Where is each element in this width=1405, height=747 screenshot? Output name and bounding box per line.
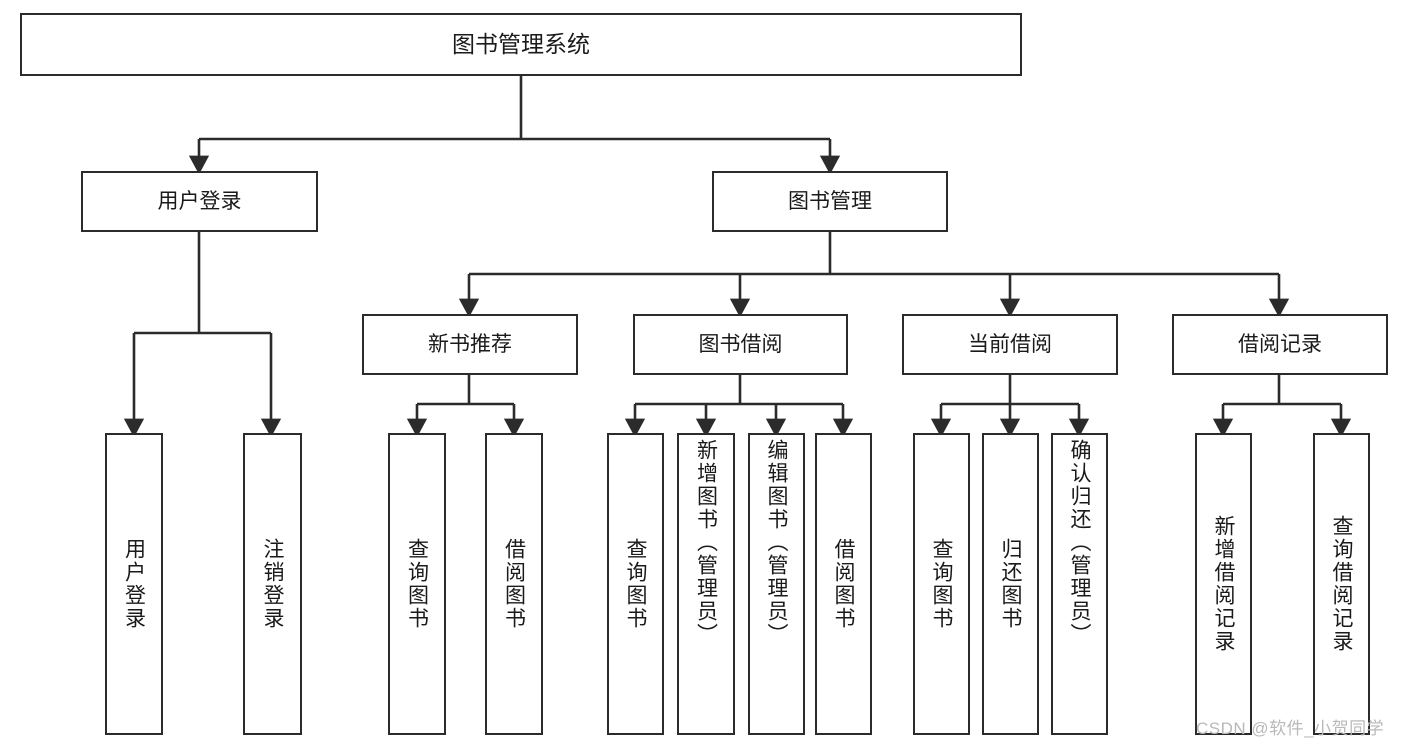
node-current-borrow-label: 当前借阅	[968, 332, 1052, 356]
node-leaf-user-login-signout[interactable]: 注销登录	[243, 433, 302, 735]
node-leaf-new-book-borrow-label: 借阅图书	[502, 538, 526, 630]
node-leaf-book-add-admin[interactable]: 新增图书（管理员）	[677, 433, 735, 735]
node-leaf-add-borrow-record[interactable]: 新增借阅记录	[1195, 433, 1252, 735]
node-borrow-record-label: 借阅记录	[1238, 332, 1322, 356]
node-leaf-book-edit-admin-label: 编辑图书（管理员）	[765, 439, 788, 646]
node-new-book-recommend-label: 新书推荐	[428, 332, 512, 356]
node-leaf-book-borrow-query-label: 查询图书	[624, 538, 647, 630]
node-leaf-new-book-query[interactable]: 查询图书	[388, 433, 446, 735]
node-new-book-recommend[interactable]: 新书推荐	[362, 314, 578, 375]
node-book-borrow[interactable]: 图书借阅	[633, 314, 848, 375]
csdn-watermark: CSDN @软件_小贺同学	[1196, 719, 1385, 738]
node-leaf-add-borrow-record-label: 新增借阅记录	[1212, 515, 1235, 653]
node-book-management-label: 图书管理	[788, 189, 872, 213]
node-leaf-confirm-return-admin-label: 确认归还（管理员）	[1068, 439, 1091, 646]
node-leaf-book-edit-admin[interactable]: 编辑图书（管理员）	[748, 433, 805, 735]
node-leaf-book-borrow-action[interactable]: 借阅图书	[815, 433, 872, 735]
node-leaf-user-login-signin[interactable]: 用户登录	[105, 433, 163, 735]
node-user-login-label: 用户登录	[157, 189, 242, 213]
node-leaf-query-borrow-record-label: 查询借阅记录	[1330, 515, 1353, 653]
node-leaf-book-borrow-query[interactable]: 查询图书	[607, 433, 664, 735]
node-leaf-book-add-admin-label: 新增图书（管理员）	[694, 439, 718, 646]
node-current-borrow[interactable]: 当前借阅	[902, 314, 1118, 375]
node-leaf-user-login-signin-label: 用户登录	[122, 538, 146, 630]
node-leaf-confirm-return-admin[interactable]: 确认归还（管理员）	[1051, 433, 1108, 735]
node-borrow-record[interactable]: 借阅记录	[1172, 314, 1388, 375]
node-leaf-current-borrow-return-label: 归还图书	[999, 538, 1022, 630]
node-leaf-book-borrow-action-label: 借阅图书	[832, 538, 855, 630]
node-root-system-label: 图书管理系统	[452, 30, 590, 57]
node-leaf-query-borrow-record[interactable]: 查询借阅记录	[1313, 433, 1370, 735]
node-leaf-new-book-borrow[interactable]: 借阅图书	[485, 433, 543, 735]
node-leaf-current-borrow-query[interactable]: 查询图书	[913, 433, 970, 735]
node-user-login[interactable]: 用户登录	[81, 171, 318, 232]
node-book-management[interactable]: 图书管理	[712, 171, 948, 232]
node-leaf-current-borrow-return[interactable]: 归还图书	[982, 433, 1039, 735]
node-leaf-new-book-query-label: 查询图书	[405, 538, 429, 630]
node-root-system[interactable]: 图书管理系统	[20, 13, 1022, 76]
node-leaf-current-borrow-query-label: 查询图书	[930, 538, 953, 630]
node-leaf-user-login-signout-label: 注销登录	[261, 538, 284, 630]
node-book-borrow-label: 图书借阅	[698, 332, 783, 356]
